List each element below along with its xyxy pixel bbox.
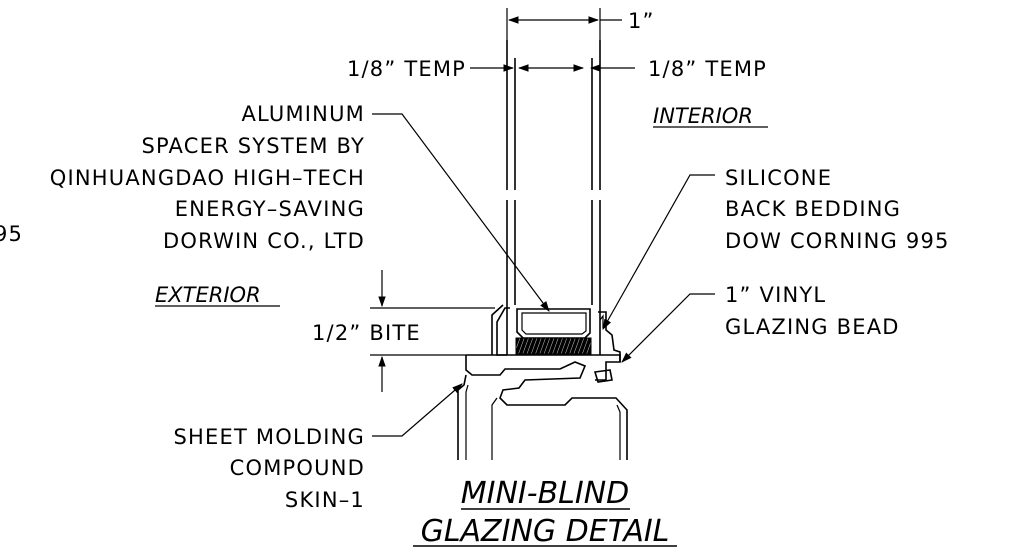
silicone-callout: SILICONE BACK BEDDING DOW CORNING 995 [602, 166, 950, 330]
silicone-line-1: SILICONE [725, 166, 832, 190]
sheet-molding-callout: SHEET MOLDING COMPOUND SKIN–1 [174, 383, 463, 512]
silicone-line-2: BACK BEDDING [725, 197, 901, 221]
vinyl-line-2: GLAZING BEAD [725, 315, 900, 339]
aluminum-line-3: QINHUANGDAO HIGH–TECH [50, 166, 365, 190]
silicone-line-3: DOW CORNING 995 [725, 229, 950, 253]
bite-dimension: 1/2” BITE [312, 270, 495, 392]
bite-label: 1/2” BITE [312, 321, 421, 345]
glass-panes [506, 40, 601, 355]
drawing-title: MINI-BLIND GLAZING DETAIL [413, 476, 677, 549]
interior-label: INTERIOR [653, 104, 753, 128]
sheet-line-2: COMPOUND [230, 456, 365, 480]
exterior-label: EXTERIOR [155, 283, 261, 307]
frame-profile [457, 304, 628, 460]
temp-left-label: 1/8” TEMP [347, 57, 466, 81]
temp-right-label: 1/8” TEMP [648, 57, 767, 81]
sheet-line-3: SKIN–1 [285, 488, 365, 512]
aluminum-callout: ALUMINUM SPACER SYSTEM BY QINHUANGDAO HI… [50, 102, 550, 312]
overall-width-label: 1” [628, 9, 655, 33]
title-line-1: MINI-BLIND [461, 476, 630, 511]
aluminum-line-5: DORWIN CO., LTD [163, 229, 365, 253]
overall-width-dimension: 1” [506, 8, 655, 40]
aluminum-line-4: ENERGY–SAVING [175, 197, 365, 221]
aluminum-spacer [515, 308, 592, 355]
cropped-text-fragment: 95 [0, 222, 23, 246]
vinyl-line-1: 1” VINYL [725, 283, 826, 307]
sheet-line-1: SHEET MOLDING [174, 425, 365, 449]
vinyl-bead-callout: 1” VINYL GLAZING BEAD [621, 283, 900, 363]
aluminum-line-1: ALUMINUM [241, 102, 365, 126]
glass-thickness-dimension: 1/8” TEMP 1/8” TEMP [347, 57, 767, 81]
aluminum-line-2: SPACER SYSTEM BY [141, 134, 365, 158]
title-line-2: GLAZING DETAIL [421, 514, 670, 549]
